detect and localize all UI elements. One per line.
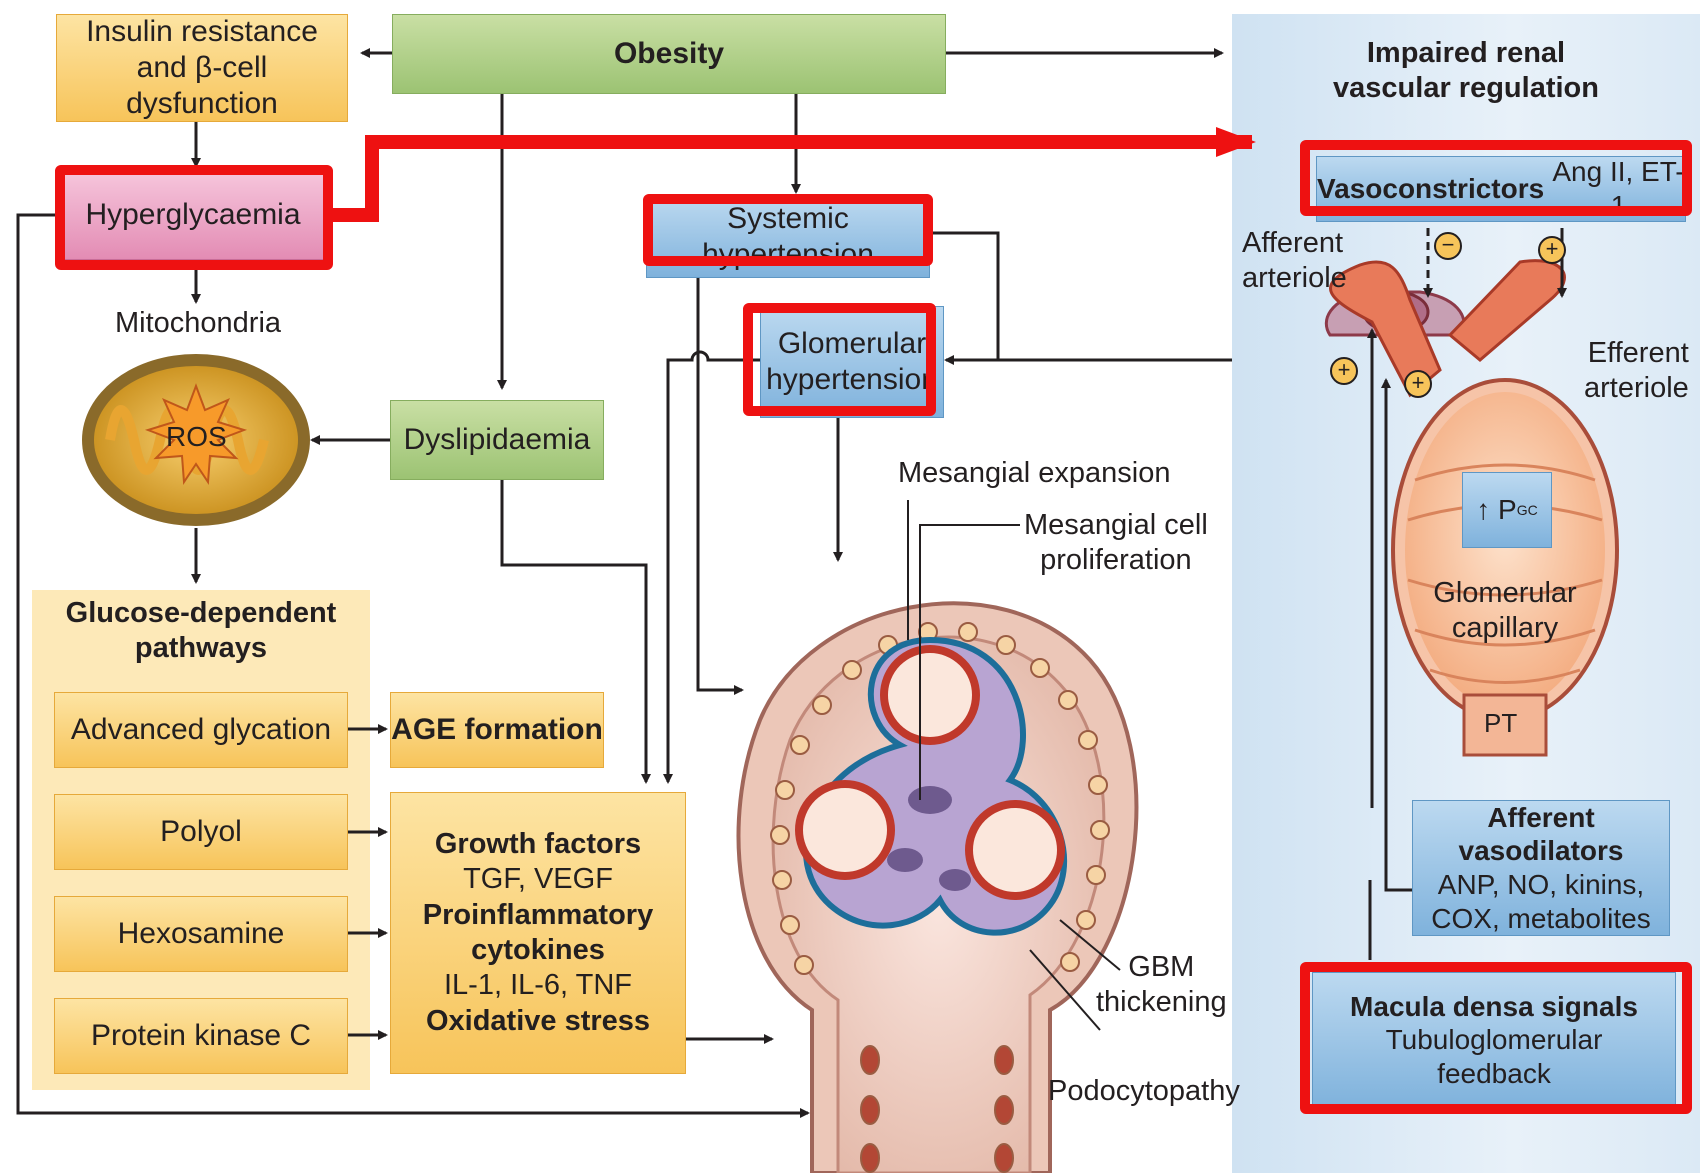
glucose-pathways-title: Glucose-dependent pathways [32, 596, 370, 666]
afferent-line-2: arteriole [1242, 261, 1347, 296]
advanced-glycation-box: Advanced glycation [54, 692, 348, 768]
mitochondria-label: Mitochondria [115, 306, 281, 341]
ros-label: ROS [166, 420, 227, 454]
vasodilators-line-1: ANP, NO, kinins, [1438, 868, 1644, 902]
pgc-label: ↑ P [1476, 493, 1516, 527]
growth-factors-label: Growth factors [435, 827, 641, 862]
obesity-box: Obesity [392, 14, 946, 94]
efferent-line-1: Efferent [1584, 336, 1689, 371]
capillary-line-1: Glomerular [1433, 576, 1576, 611]
polyol-label: Polyol [160, 814, 242, 850]
oxidative-stress-label: Oxidative stress [426, 1004, 650, 1039]
afferent-line-1: Afferent [1242, 226, 1347, 261]
gbm-line-1: GBM [1096, 950, 1227, 985]
gbm-line-2: thickening [1096, 985, 1227, 1020]
mesangial-cell-line-1: Mesangial cell [1024, 508, 1208, 543]
afferent-vasodilators-box: Afferent vasodilators ANP, NO, kinins, C… [1412, 800, 1670, 936]
protein-kinase-c-box: Protein kinase C [54, 998, 348, 1074]
mesangial-expansion-label: Mesangial expansion [898, 456, 1170, 491]
insulin-line-1: Insulin resistance [86, 14, 318, 50]
glomerular-capillary-label: Glomerular capillary [1405, 576, 1605, 646]
highlight-macula-densa [1300, 962, 1692, 1114]
polyol-box: Polyol [54, 794, 348, 870]
mesangial-cell-line-2: proliferation [1024, 543, 1208, 578]
podocytopathy-label: Podocytopathy [1048, 1074, 1240, 1109]
efferent-arteriole-label: Efferent arteriole [1584, 336, 1689, 406]
highlight-systemic-hypertension [643, 194, 933, 266]
pt-label: PT [1484, 708, 1517, 739]
plus-sign-icon: + [1404, 370, 1432, 398]
proinflammatory-line-2: cytokines [471, 933, 605, 968]
tgf-vegf-label: TGF, VEGF [463, 862, 613, 897]
pgc-subscript: GC [1517, 502, 1538, 519]
hexosamine-label: Hexosamine [118, 916, 285, 952]
vasodilators-line-2: COX, metabolites [1431, 902, 1650, 936]
insulin-resistance-box: Insulin resistance and β-cell dysfunctio… [56, 14, 348, 122]
arrow-systemic-glomerulus [698, 278, 742, 690]
capillary-line-2: capillary [1452, 611, 1558, 646]
obesity-label: Obesity [614, 36, 724, 72]
afferent-arteriole-label: Afferent arteriole [1242, 226, 1347, 296]
age-formation-label: AGE formation [391, 712, 603, 748]
renal-panel-title: Impaired renal vascular regulation [1232, 36, 1700, 106]
highlight-hyperglycaemia [55, 165, 333, 270]
plus-sign-icon: + [1538, 236, 1566, 264]
protein-kinase-c-label: Protein kinase C [91, 1018, 311, 1054]
glucose-pathways-line-2: pathways [135, 631, 267, 666]
advanced-glycation-label: Advanced glycation [71, 712, 331, 748]
age-formation-box: AGE formation [390, 692, 604, 768]
minus-sign-icon: − [1434, 232, 1462, 260]
arrow-glomerular-growth [668, 352, 760, 782]
efferent-line-2: arteriole [1584, 371, 1689, 406]
glomerulus-illustration [739, 500, 1137, 1173]
gbm-thickening-label: GBM thickening [1096, 950, 1227, 1020]
insulin-line-2: and β-cell dysfunction [57, 50, 347, 122]
proinflammatory-line-1: Proinflammatory [423, 898, 653, 933]
dyslipidaemia-label: Dyslipidaemia [404, 422, 591, 458]
glucose-pathways-line-1: Glucose-dependent [66, 596, 337, 631]
highlight-vasoconstrictors [1300, 140, 1692, 216]
renal-title-line-1: Impaired renal [1367, 36, 1565, 71]
mesangial-cell-label: Mesangial cell proliferation [1024, 508, 1208, 578]
interleukins-label: IL-1, IL-6, TNF [444, 968, 632, 1003]
hexosamine-box: Hexosamine [54, 896, 348, 972]
plus-sign-icon: + [1330, 357, 1358, 385]
growth-factors-box: Growth factors TGF, VEGF Proinflammatory… [390, 792, 686, 1074]
dyslipidaemia-box: Dyslipidaemia [390, 400, 604, 480]
highlight-glomerular-hypertension [743, 303, 936, 416]
vasodilators-title: Afferent vasodilators [1413, 801, 1669, 868]
renal-title-line-2: vascular regulation [1333, 71, 1599, 106]
